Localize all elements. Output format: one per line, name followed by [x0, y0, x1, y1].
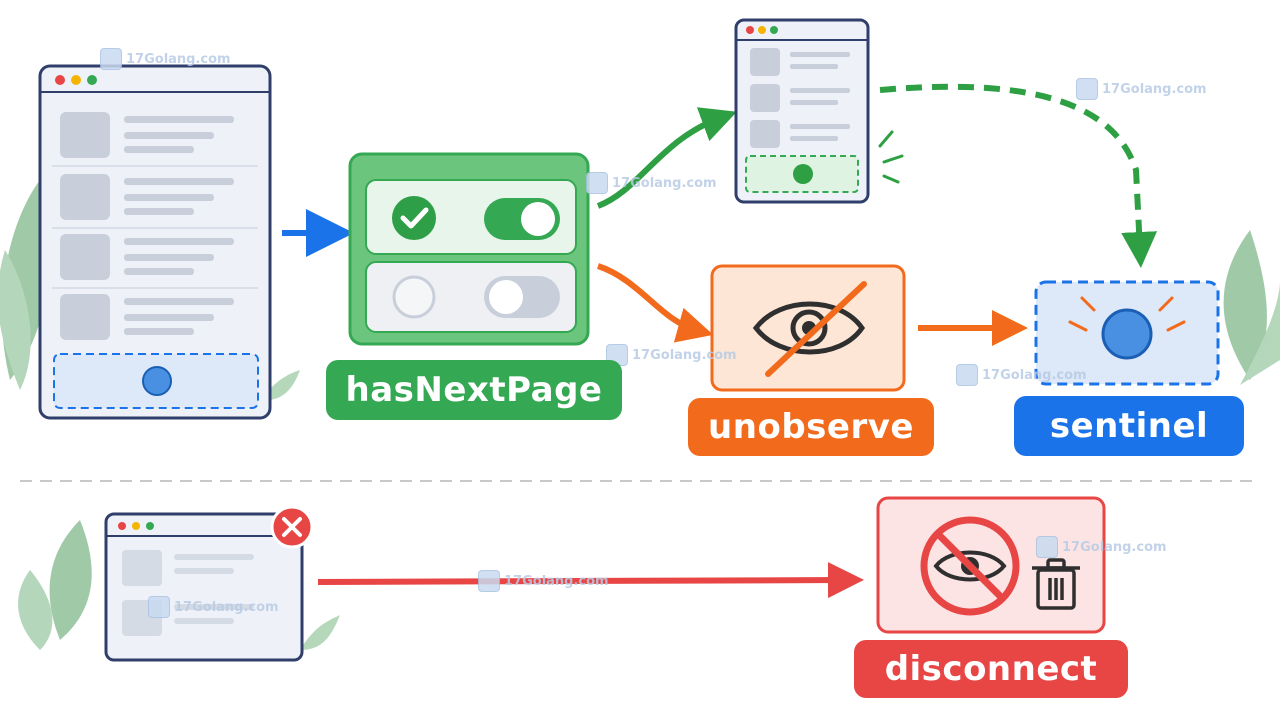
watermark: 17Golang.com [956, 364, 1087, 386]
leaf-icon [0, 180, 1280, 650]
watermark-logo-icon [100, 48, 122, 70]
signal-lines-icon [1068, 296, 1186, 332]
unobserve-box [710, 264, 906, 392]
unobserve-label: unobserve [688, 398, 934, 456]
sentinel-label: sentinel [1014, 396, 1244, 456]
browser-window-small [734, 18, 870, 204]
watermark: 17Golang.com [478, 570, 609, 592]
watermark: 17Golang.com [148, 596, 279, 618]
watermark-logo-icon [478, 570, 500, 592]
disconnect-label: disconnect [854, 640, 1128, 698]
watermark-logo-icon [586, 172, 608, 194]
eye-slash-icon [752, 281, 867, 377]
list-item [52, 112, 258, 167]
list-item [52, 174, 258, 229]
arrow-down-right-icon [597, 263, 714, 343]
watermark: 17Golang.com [1076, 78, 1207, 100]
watermark: 17Golang.com [1036, 536, 1167, 558]
dashed-arrow-icon [879, 83, 1158, 268]
arrow-right-icon [317, 562, 864, 599]
toggle-off-icon [484, 276, 560, 318]
sentinel-dot-icon [1101, 308, 1153, 360]
trash-icon [1032, 558, 1080, 610]
watermark-logo-icon [148, 596, 170, 618]
watermark: 17Golang.com [100, 48, 231, 70]
toggle-on-icon [484, 198, 560, 240]
close-icon [270, 505, 314, 549]
watermark-logo-icon [1036, 536, 1058, 558]
unchecked-circle-icon [392, 275, 436, 319]
has-next-page-panel [348, 152, 590, 346]
watermark-logo-icon [1076, 78, 1098, 100]
has-next-page-label: hasNextPage [326, 360, 622, 420]
check-icon [392, 196, 436, 240]
disconnect-box [876, 496, 1106, 634]
list-item [60, 294, 234, 340]
ban-icon [920, 516, 1020, 616]
watermark: 17Golang.com [606, 344, 737, 366]
sentinel-box [1034, 280, 1220, 386]
sentinel-dot-icon [142, 366, 172, 396]
signal-lines-icon [878, 130, 904, 184]
browser-window-closed [104, 505, 314, 662]
list-item [52, 234, 258, 289]
watermark-logo-icon [956, 364, 978, 386]
arrow-up-right-icon [596, 107, 737, 209]
watermark: 17Golang.com [586, 172, 717, 194]
browser-window-main [38, 64, 272, 420]
sentinel-dot-icon [793, 164, 813, 184]
